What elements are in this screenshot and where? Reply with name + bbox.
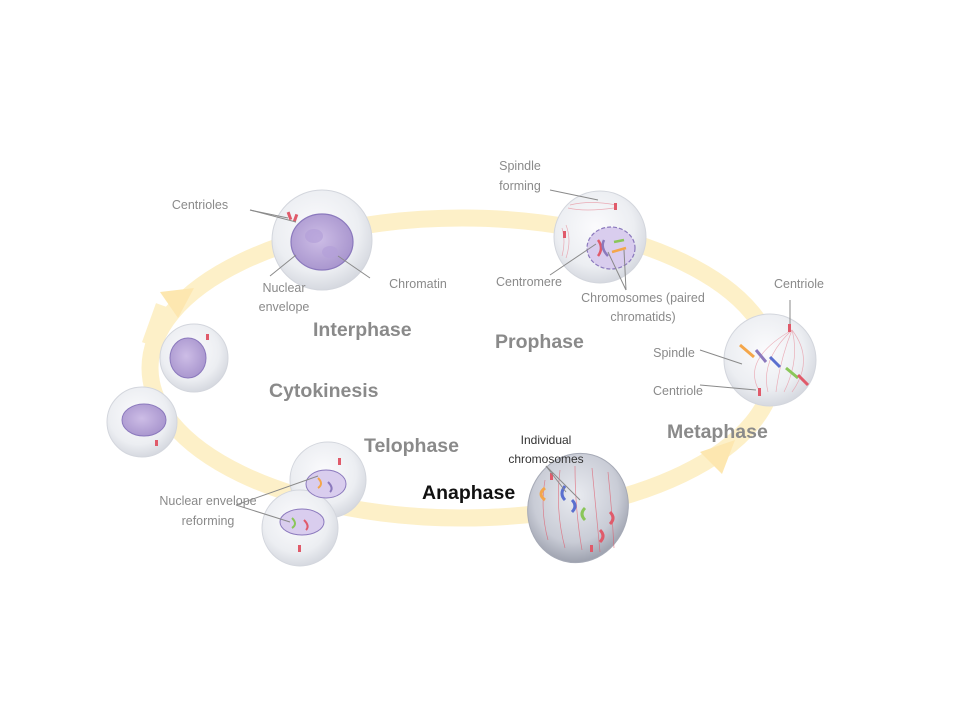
interphase-cell [271,189,373,291]
phase-telophase: Telophase [364,435,459,457]
metaphase-cell [723,313,817,407]
label-individual-chromosomes-line2: chromosomes [508,452,584,466]
phase-prophase: Prophase [495,331,584,353]
cycle-arrow-right [700,440,735,474]
label-centriole-bottom: Centriole [652,384,704,398]
label-centromere: Centromere [496,275,562,289]
label-nuclear-envelope-line2: envelope [258,300,310,314]
cycle-ring [141,209,783,527]
leader-lines [235,189,791,523]
cycle-arrow-left [160,288,194,318]
phase-anaphase: Anaphase [422,482,516,504]
label-spindle-forming-line1: Spindle [499,159,541,173]
interphase-centrioles [286,211,299,223]
phase-interphase: Interphase [313,319,412,341]
label-nuclear-envelope-reforming-line1: Nuclear envelope [159,494,257,508]
label-chromatin: Chromatin [389,277,447,291]
label-chromosomes-paired-line2: chromatids) [610,310,676,324]
anaphase-cell [527,452,629,564]
phase-metaphase: Metaphase [667,421,768,443]
label-nuclear-envelope-reforming-line2: reforming [181,514,235,528]
phase-cytokinesis: Cytokinesis [269,380,379,402]
label-centriole-top: Centriole [773,277,825,291]
label-individual-chromosomes-line1: Individual [520,433,572,447]
label-spindle: Spindle [653,346,695,360]
prophase-cell [553,190,647,284]
label-centrioles: Centrioles [171,198,229,212]
telophase-cell [261,441,367,567]
label-nuclear-envelope-line1: Nuclear [262,281,306,295]
cytokinesis-cells [106,323,229,458]
label-chromosomes-paired-line1: Chromosomes (paired [581,291,705,305]
label-spindle-forming-line2: forming [499,179,541,193]
